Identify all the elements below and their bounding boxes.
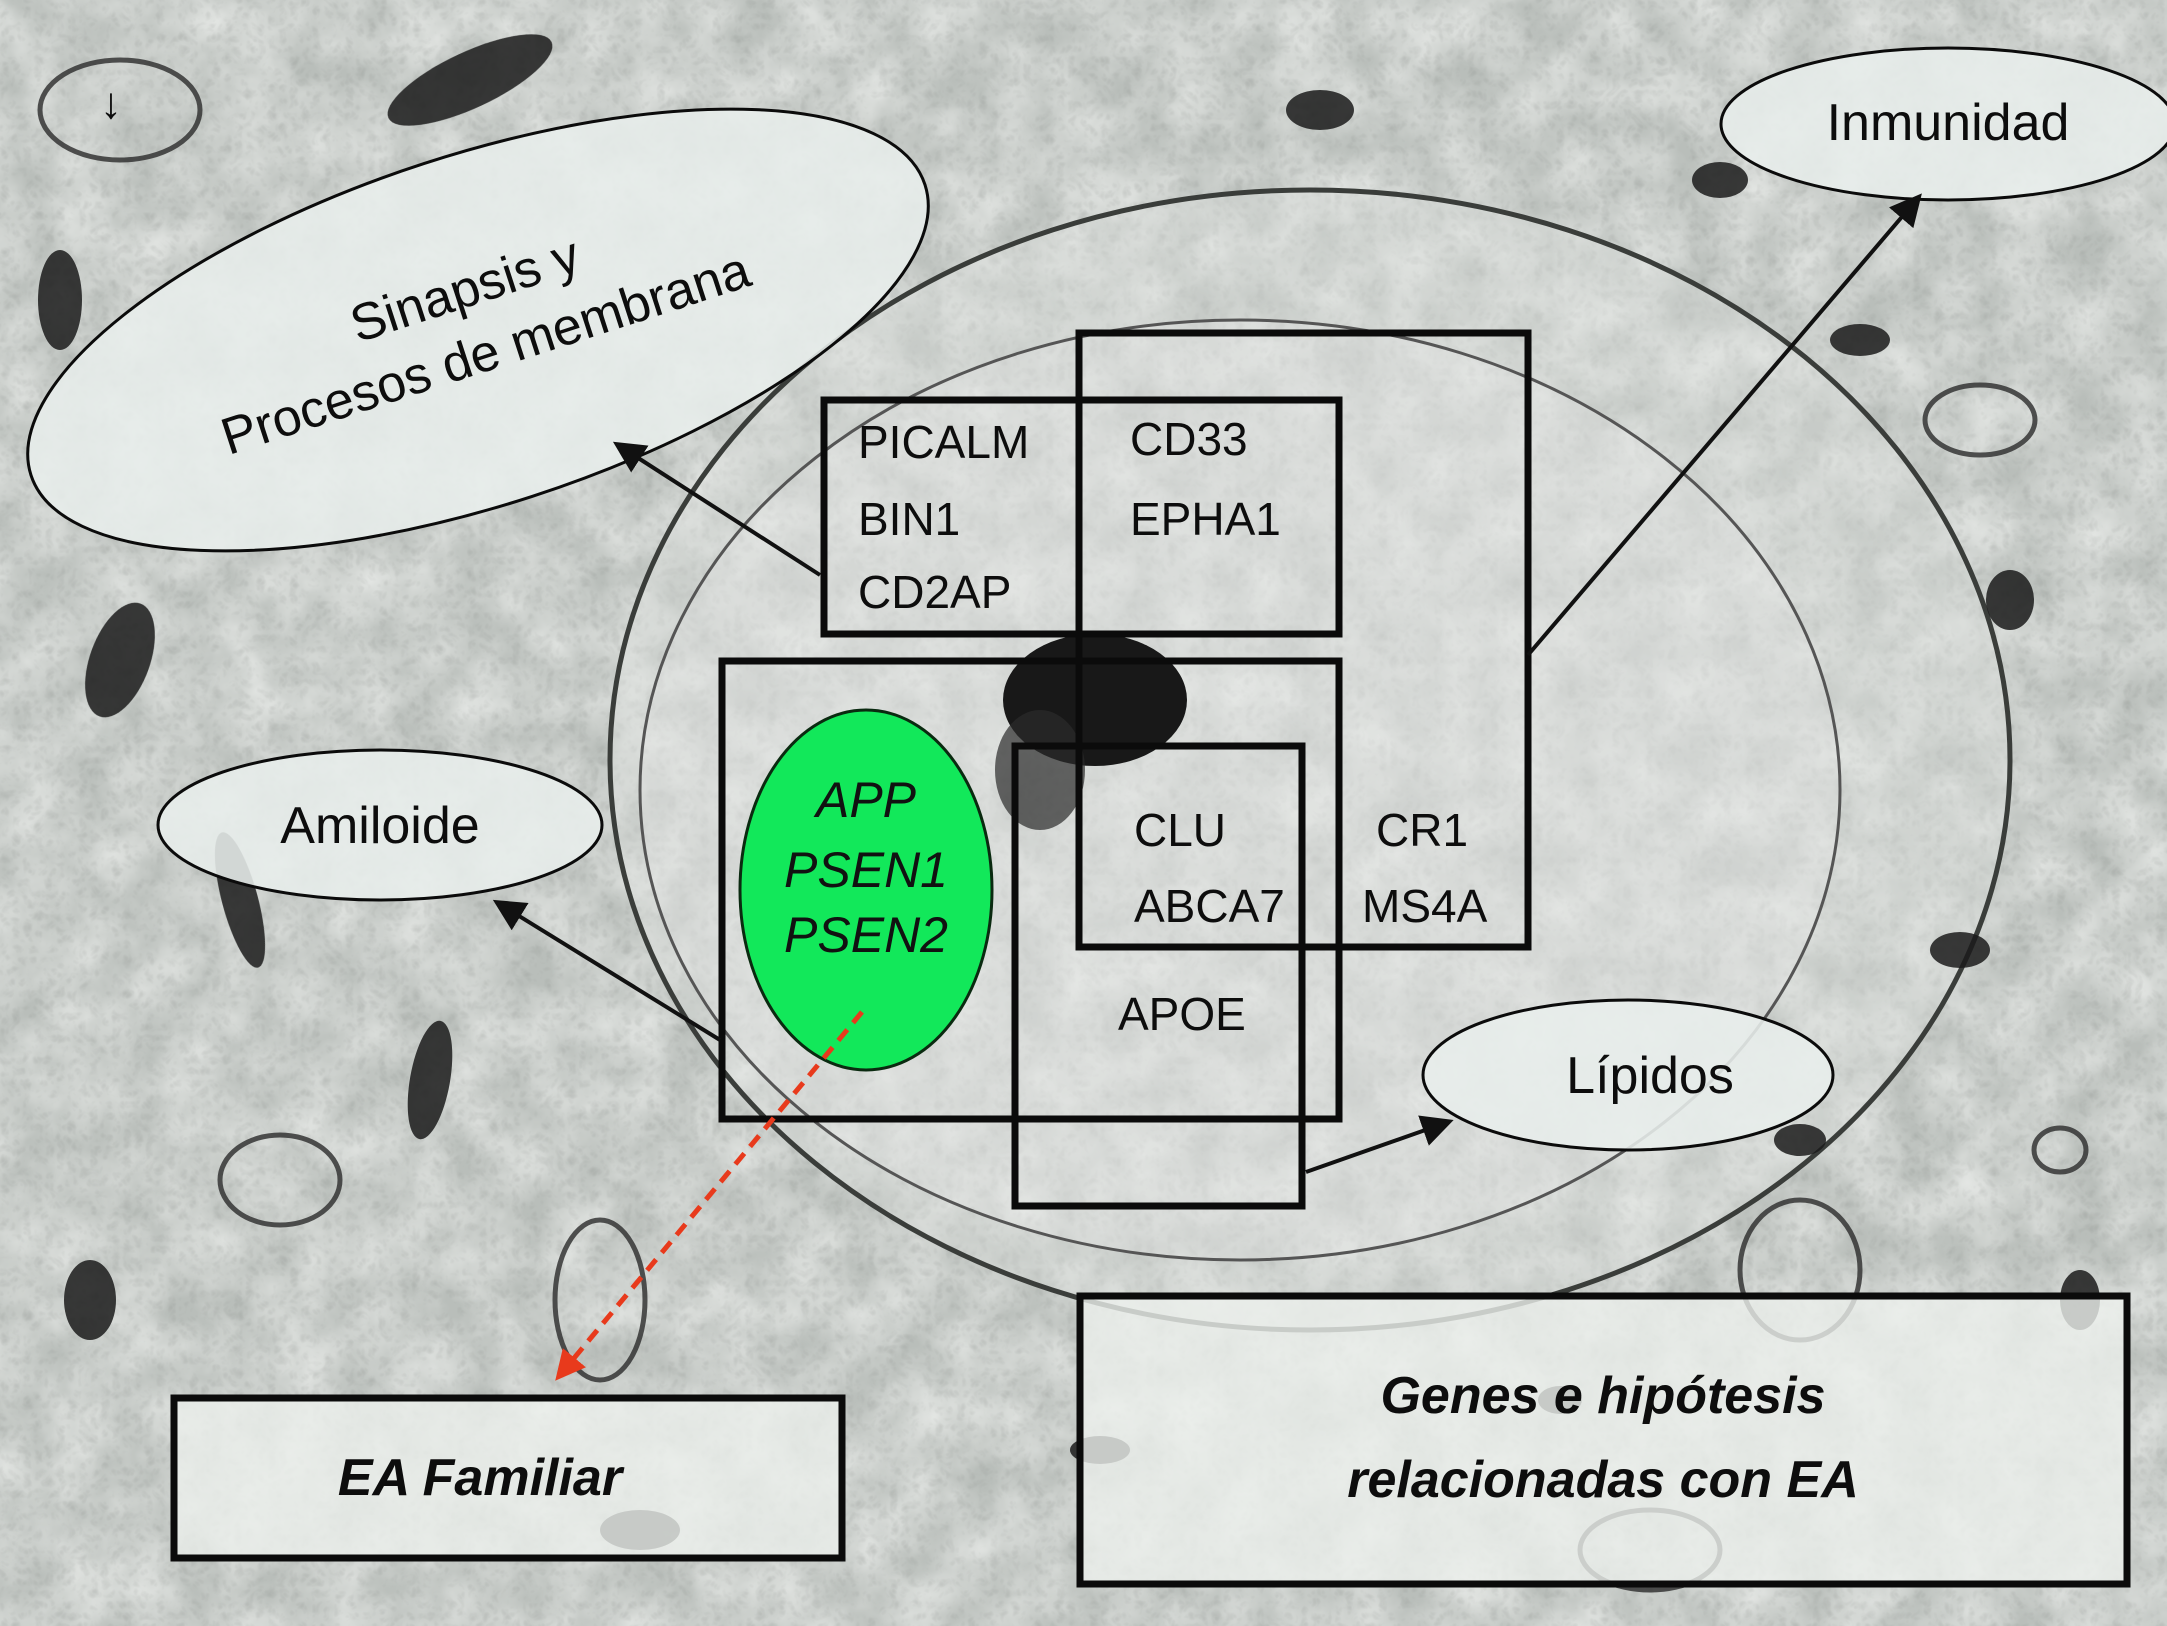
arrow-to-lipids	[1306, 1122, 1448, 1172]
title-line2: relacionadas con EA	[1347, 1451, 1859, 1509]
gene-app: APP	[813, 772, 917, 828]
amyloid-label: Amiloide	[280, 797, 479, 855]
gene-cd2ap: CD2AP	[858, 566, 1011, 618]
gene-picalm: PICALM	[858, 416, 1029, 468]
gene-bin1: BIN1	[858, 493, 960, 545]
familial-genes-ellipse: APP PSEN1 PSEN2	[740, 710, 992, 1070]
gene-cr1: CR1	[1376, 804, 1468, 856]
gene-epha1: EPHA1	[1130, 493, 1281, 545]
top-arrow-mark: ↓	[100, 79, 122, 128]
arrow-to-synapse	[618, 445, 820, 575]
immunity-bubble: Inmunidad	[1721, 48, 2167, 200]
title-panel: Genes e hipótesis relacionadas con EA	[1080, 1296, 2127, 1584]
synapse-bubble: Sinapsis y Procesos de membrana	[0, 18, 979, 641]
gene-clu: CLU	[1134, 804, 1226, 856]
amyloid-bubble: Amiloide	[158, 750, 602, 900]
gene-abca7: ABCA7	[1134, 880, 1285, 932]
gene-apoe: APOE	[1118, 988, 1246, 1040]
gene-psen2: PSEN2	[784, 907, 948, 963]
arrow-to-immunity	[1528, 198, 1918, 655]
lipids-label: Lípidos	[1566, 1047, 1734, 1105]
arrow-to-amyloid	[498, 903, 720, 1040]
dashed-arrow-to-familial	[560, 1012, 862, 1375]
familial-panel: EA Familiar	[174, 1398, 842, 1558]
familial-panel-label: EA Familiar	[338, 1449, 625, 1507]
immunity-label: Inmunidad	[1827, 94, 2070, 152]
title-line1: Genes e hipótesis	[1380, 1367, 1825, 1425]
gene-psen1: PSEN1	[784, 842, 948, 898]
lipids-bubble: Lípidos	[1423, 1000, 1833, 1150]
gene-cd33: CD33	[1130, 413, 1248, 465]
gene-ms4a: MS4A	[1362, 880, 1488, 932]
